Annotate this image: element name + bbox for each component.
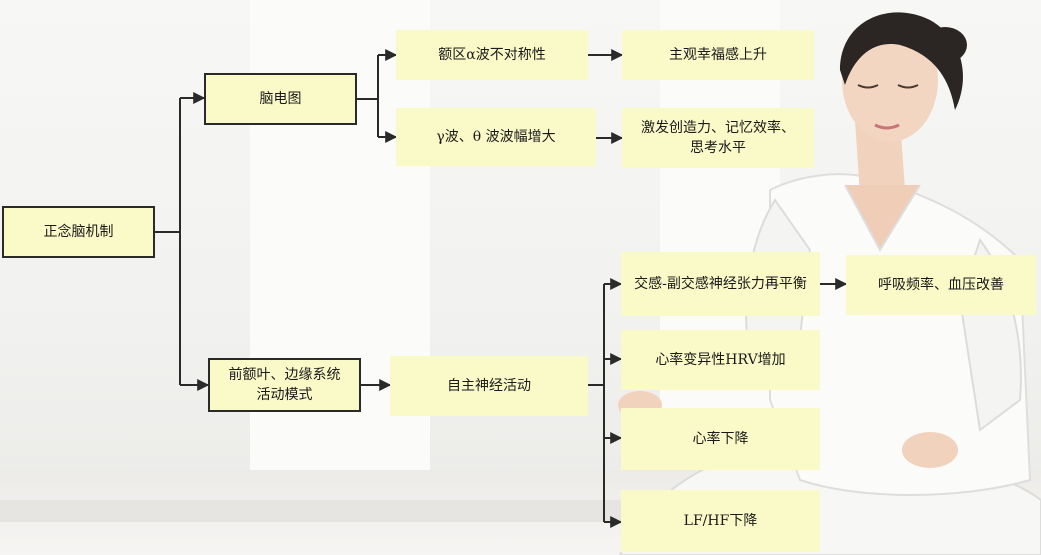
node-frontal-limbic-label: 前额叶、边缘系统活动模式: [228, 367, 341, 403]
node-gamma-theta: γ波、θ 波波幅增大: [396, 108, 596, 166]
node-breathing-label: 呼吸频率、血压改善: [878, 277, 1004, 293]
node-happiness: 主观幸福感上升: [622, 30, 814, 80]
node-autonomic: 自主神经活动: [390, 356, 588, 416]
node-lfhf-down: LF/HF下降: [621, 490, 820, 552]
node-hrv: 心率变异性HRV增加: [621, 330, 820, 390]
node-hr-down: 心率下降: [621, 408, 820, 470]
node-balance-label: 交感-副交感神经张力再平衡: [634, 276, 807, 292]
node-eeg: 脑电图: [204, 73, 357, 125]
node-creativity: 激发创造力、记忆效率、思考水平: [622, 108, 814, 168]
node-hrv-label: 心率变异性HRV增加: [655, 352, 786, 368]
node-eeg-label: 脑电图: [259, 91, 302, 107]
node-happiness-label: 主观幸福感上升: [669, 47, 767, 63]
node-root: 正念脑机制: [2, 206, 155, 258]
node-hr-down-label: 心率下降: [692, 431, 749, 447]
node-balance: 交感-副交感神经张力再平衡: [621, 252, 820, 316]
node-lfhf-down-label: LF/HF下降: [683, 513, 758, 529]
node-autonomic-label: 自主神经活动: [447, 378, 531, 394]
node-gamma-theta-label: γ波、θ 波波幅增大: [436, 129, 556, 145]
node-creativity-label: 激发创造力、记忆效率、思考水平: [641, 120, 795, 156]
node-frontal-limbic: 前额叶、边缘系统活动模式: [208, 358, 361, 412]
node-root-label: 正念脑机制: [43, 224, 114, 240]
node-alpha-asymmetry: 额区α波不对称性: [396, 30, 588, 80]
node-alpha-asymmetry-label: 额区α波不对称性: [438, 47, 546, 63]
node-breathing: 呼吸频率、血压改善: [846, 255, 1036, 315]
